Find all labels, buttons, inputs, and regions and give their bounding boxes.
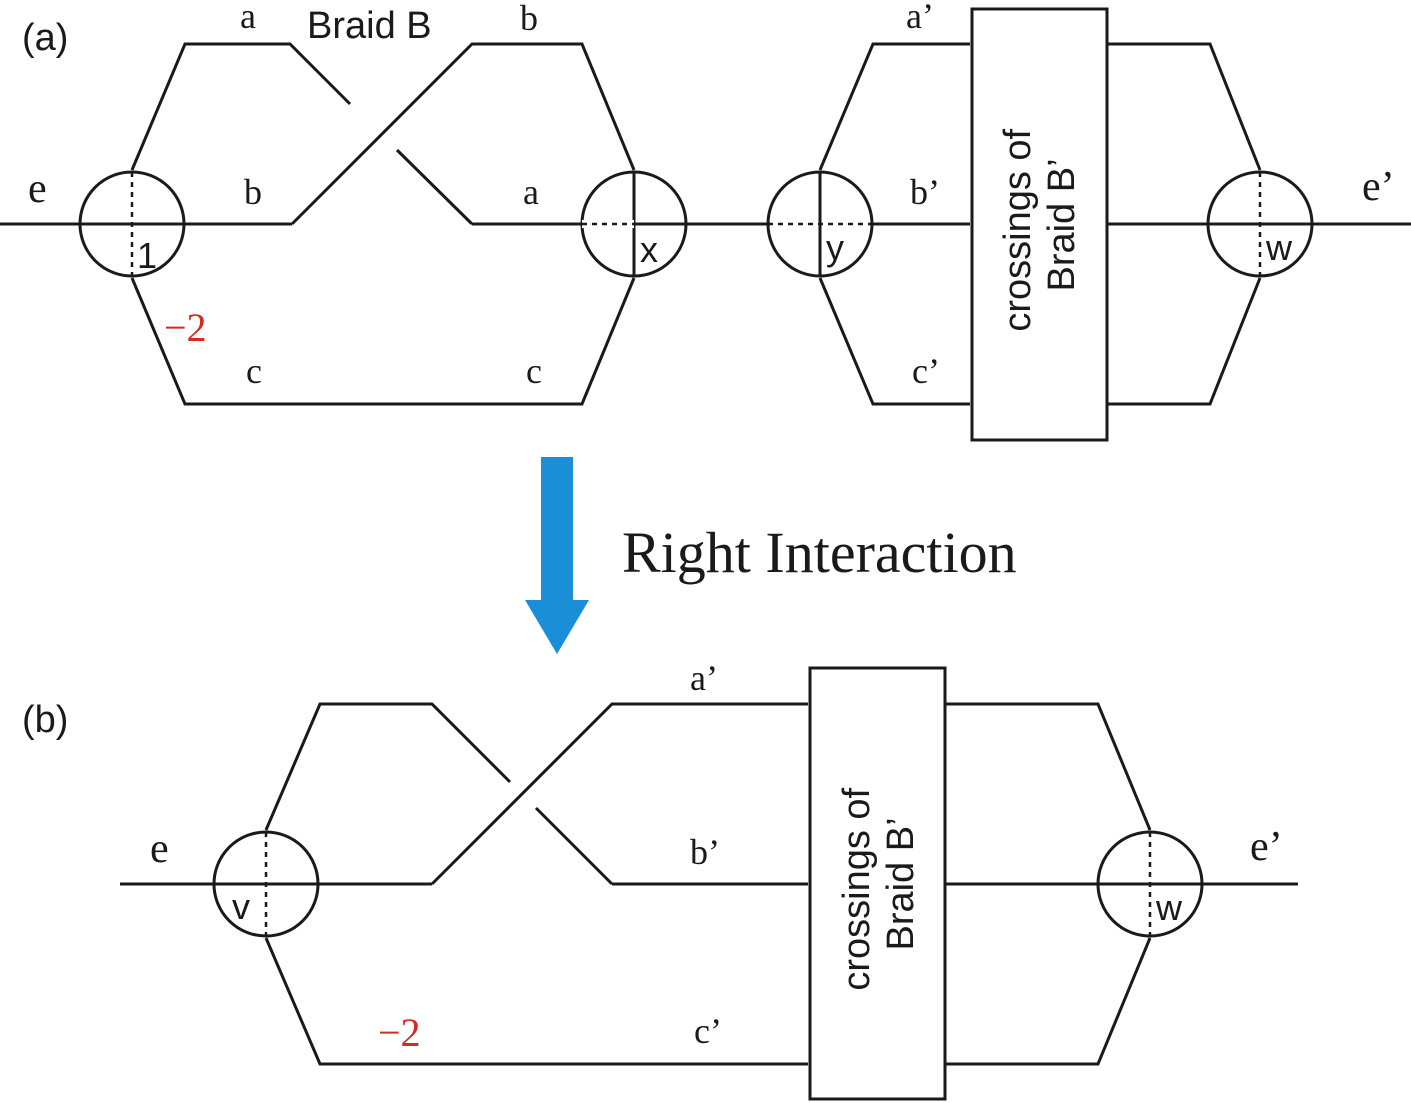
strand-label-b-mid-left: b — [244, 172, 262, 212]
vertex-w-a: w — [1206, 170, 1314, 278]
transition: Right Interaction — [525, 457, 1017, 654]
vertex-x: x — [580, 170, 688, 278]
strand-a-prime-left — [818, 42, 970, 171]
transition-label: Right Interaction — [622, 520, 1017, 585]
strand-label-b-prime-a: b’ — [910, 172, 940, 212]
strand-label-b-prime-b: b’ — [690, 832, 720, 872]
strand-a-upper-left — [130, 42, 352, 171]
vertex-x-label: x — [640, 229, 658, 270]
strand-label-a-prime-a: a’ — [906, 0, 934, 36]
strand-label-c-right: c — [526, 351, 542, 391]
panel-a: crossings of Braid B’ 1 x y w — [0, 0, 1411, 442]
down-arrow — [525, 457, 589, 654]
weight-label-b: −2 — [378, 1010, 421, 1055]
strand-label-c-prime-b: c’ — [694, 1011, 722, 1051]
weight-label-a: −2 — [164, 305, 207, 350]
vertex-w-b: w — [1096, 830, 1204, 938]
strand-label-c-left: c — [246, 351, 262, 391]
strand-upper-left-b — [264, 702, 512, 831]
vertex-1-label: 1 — [137, 235, 157, 276]
edge-e-label-b: e — [150, 826, 169, 872]
panel-a-title: Braid B — [307, 5, 432, 47]
strand-label-c-prime-a: c’ — [912, 351, 940, 391]
vertex-v: v — [212, 830, 320, 938]
strand-label-a-mid-right: a — [523, 172, 539, 212]
strand-a-lower-right — [395, 148, 474, 226]
strand-c-prime-left — [818, 277, 970, 406]
strand-top-right — [1108, 42, 1262, 171]
vertex-w-b-label: w — [1155, 887, 1183, 928]
strand-label-a-top-left: a — [240, 0, 256, 36]
crossings-box-b-label: crossings of Braid B’ — [836, 777, 922, 990]
strand-bottom-b — [264, 937, 808, 1066]
panel-b-tag: (b) — [22, 699, 68, 741]
vertex-v-label: v — [232, 886, 250, 927]
strand-bottom-right-b — [946, 937, 1152, 1066]
strand-label-a-prime-b: a’ — [690, 658, 718, 698]
crossings-box-a-label: crossings of Braid B’ — [997, 118, 1083, 331]
strand-label-b-top-right: b — [520, 0, 538, 38]
vertex-y-label: y — [826, 227, 844, 268]
edge-e-prime-label-b: e’ — [1250, 824, 1283, 870]
edge-e-prime-label-a: e’ — [1362, 164, 1395, 210]
strand-c-bottom — [130, 277, 636, 406]
strand-lower-right-b — [534, 806, 614, 886]
crossings-box-b — [808, 666, 947, 1101]
vertex-y: y — [766, 170, 874, 278]
vertex-1: 1 — [78, 170, 186, 278]
panel-b: crossings of Braid B’ v w (b) e e’ a’ b’… — [22, 658, 1298, 1101]
vertex-w-a-label: w — [1265, 227, 1293, 268]
strand-b-cross — [290, 42, 636, 226]
panel-a-tag: (a) — [22, 17, 68, 59]
strand-top-right-b — [946, 702, 1152, 831]
strand-cross-b — [430, 702, 808, 886]
crossings-box-a — [970, 7, 1109, 442]
edge-e-label-a: e — [28, 166, 47, 212]
strand-bottom-right — [1108, 277, 1262, 406]
